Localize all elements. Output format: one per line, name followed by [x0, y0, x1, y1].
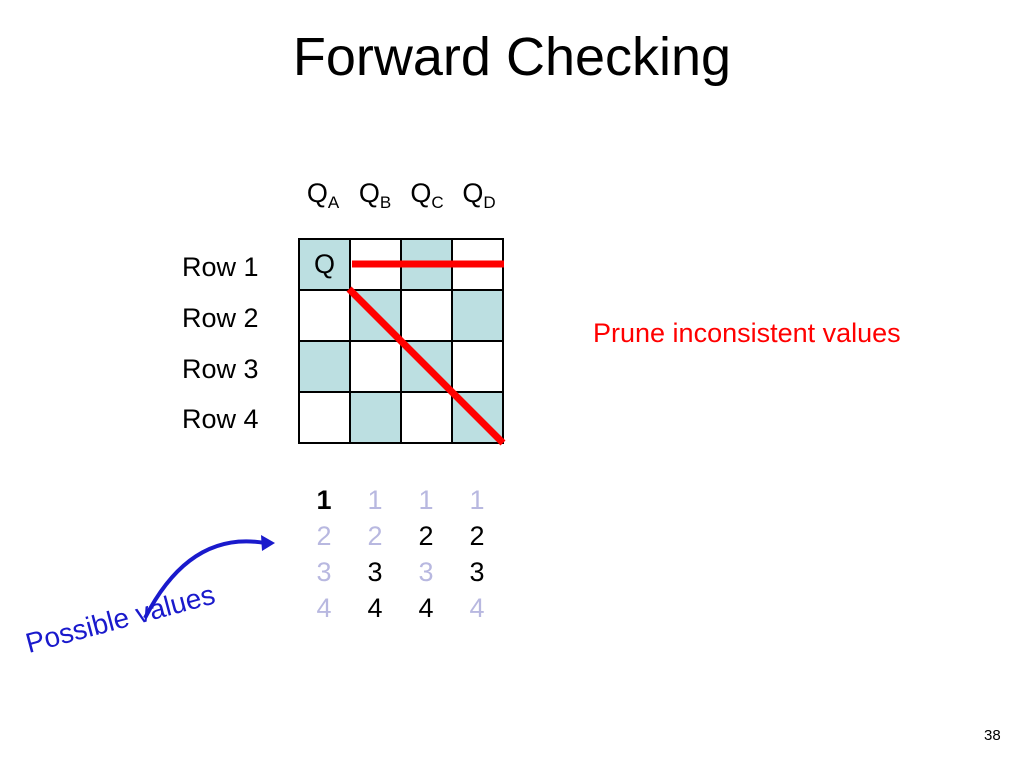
board-cell-r2-c2 — [350, 290, 401, 341]
row-label-1: Row 1 — [182, 252, 259, 282]
domain-value-active: 4 — [418, 593, 434, 623]
domain-value-pruned: 2 — [367, 521, 383, 551]
column-header-qd: QD — [462, 178, 496, 212]
board-cell-r4-c4 — [452, 392, 503, 443]
row-label-3: Row 3 — [182, 354, 259, 384]
domain-value-pruned: 3 — [316, 557, 332, 587]
domain-value-active: 3 — [469, 557, 485, 587]
board-cell-r2-c4 — [452, 290, 503, 341]
domain-value-pruned: 1 — [367, 485, 383, 515]
board-cell-r1-c1: Q — [299, 239, 350, 290]
domain-column-qa: 1 2 3 4 — [304, 482, 344, 626]
board-cell-r3-c2 — [350, 341, 401, 392]
domain-value-pruned: 1 — [418, 485, 434, 515]
board-cell-r1-c3 — [401, 239, 452, 290]
board-cell-r2-c3 — [401, 290, 452, 341]
prune-annotation: Prune inconsistent values — [593, 318, 901, 348]
domain-value-pruned: 1 — [469, 485, 485, 515]
domain-value-pruned: 4 — [316, 593, 332, 623]
slide-title: Forward Checking — [292, 27, 732, 87]
domain-value-active: 4 — [367, 593, 383, 623]
board-cell-r4-c2 — [350, 392, 401, 443]
board-cell-r1-c2 — [350, 239, 401, 290]
domain-value-active: 2 — [418, 521, 434, 551]
board-cell-r3-c1 — [299, 341, 350, 392]
board-cell-r1-c4 — [452, 239, 503, 290]
column-header-qa: QA — [306, 178, 340, 212]
row-label-2: Row 2 — [182, 303, 259, 333]
domain-value-active: 3 — [367, 557, 383, 587]
possible-values-annotation: Possible values — [22, 578, 219, 659]
domain-column-qb: 1 2 3 4 — [355, 482, 395, 626]
board-cell-r4-c1 — [299, 392, 350, 443]
board-cell-r4-c3 — [401, 392, 452, 443]
slide-number: 38 — [984, 727, 1001, 744]
domain-value-active: 2 — [469, 521, 485, 551]
board-cell-r3-c3 — [401, 341, 452, 392]
domain-value-pruned: 2 — [316, 521, 332, 551]
board-cell-r2-c1 — [299, 290, 350, 341]
column-header-qc: QC — [410, 178, 444, 212]
column-header-qb: QB — [358, 178, 392, 212]
queen-marker: Q — [313, 249, 335, 279]
domain-value-pruned: 4 — [469, 593, 485, 623]
arrow-head-icon — [261, 535, 275, 551]
domain-column-qd: 1 2 3 4 — [457, 482, 497, 626]
row-label-4: Row 4 — [182, 404, 259, 434]
domain-value-selected: 1 — [316, 485, 332, 515]
chess-board: Q — [298, 238, 504, 444]
board-cell-r3-c4 — [452, 341, 503, 392]
domain-value-pruned: 3 — [418, 557, 434, 587]
domain-column-qc: 1 2 3 4 — [406, 482, 446, 626]
